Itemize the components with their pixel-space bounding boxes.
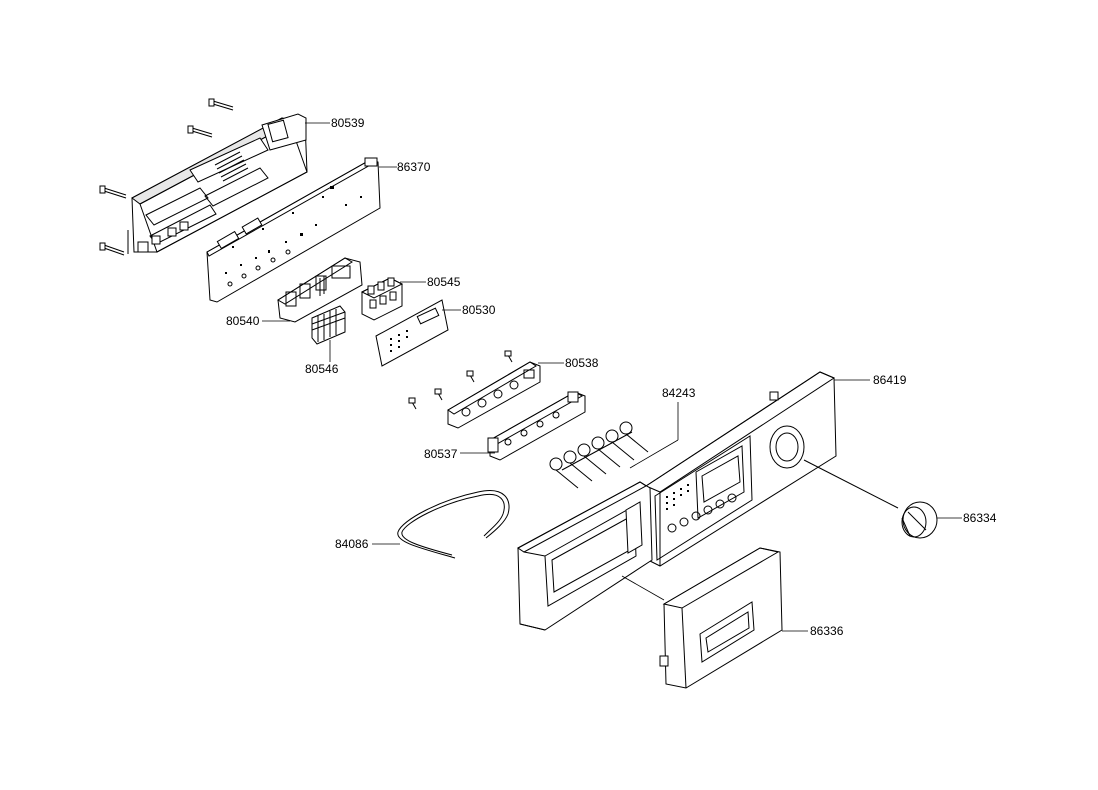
part-86419-control-panel [644, 371, 837, 567]
label-80545: 80545 [427, 275, 461, 289]
label-80539: 80539 [331, 116, 365, 130]
push-button [605, 429, 635, 461]
panel-indicator-dots [666, 484, 689, 510]
drawer-housing-frame [517, 481, 653, 631]
push-button [591, 436, 621, 468]
part-80530-display-foil [375, 299, 449, 367]
label-86336: 86336 [810, 624, 844, 638]
screw-group-middle [408, 350, 513, 410]
part-86370-pcb [206, 157, 381, 303]
screw [99, 242, 125, 256]
part-86336-drawer-front [659, 547, 783, 689]
push-button [563, 450, 593, 482]
part-86334-knob [803, 459, 938, 539]
label-80540: 80540 [226, 314, 260, 328]
label-80537: 80537 [424, 447, 458, 461]
part-80539-module-housing [127, 113, 308, 254]
screw [504, 350, 513, 363]
push-button [619, 421, 649, 453]
part-84243-push-buttons [549, 421, 649, 489]
push-button [577, 443, 607, 475]
part-80538-switch-carrier [447, 361, 541, 429]
leader-84243-b [629, 439, 679, 469]
part-80545-connector [360, 277, 404, 321]
screw [466, 370, 475, 383]
screw [434, 388, 443, 401]
screw [99, 185, 127, 199]
label-86370: 86370 [397, 160, 431, 174]
label-86334: 86334 [963, 511, 997, 525]
pcb-components [216, 186, 362, 287]
label-84243: 84243 [662, 386, 696, 400]
push-button [549, 457, 579, 489]
part-80540-key-holder [277, 257, 363, 323]
screw [208, 98, 234, 111]
part-80546-light-guides [311, 305, 346, 345]
label-84086: 84086 [335, 537, 369, 551]
leader-drawer-axis [621, 575, 665, 601]
part-84086-hose [397, 490, 510, 559]
screw [187, 125, 213, 138]
screw-group-top [99, 98, 234, 256]
label-86419: 86419 [873, 373, 907, 387]
screw [408, 397, 417, 410]
label-80546: 80546 [305, 362, 339, 376]
label-80538: 80538 [565, 356, 599, 370]
label-80530: 80530 [462, 303, 496, 317]
part-80537-button-frame [487, 391, 586, 461]
module-vent-slots [214, 151, 249, 182]
panel-button-holes [667, 493, 737, 533]
